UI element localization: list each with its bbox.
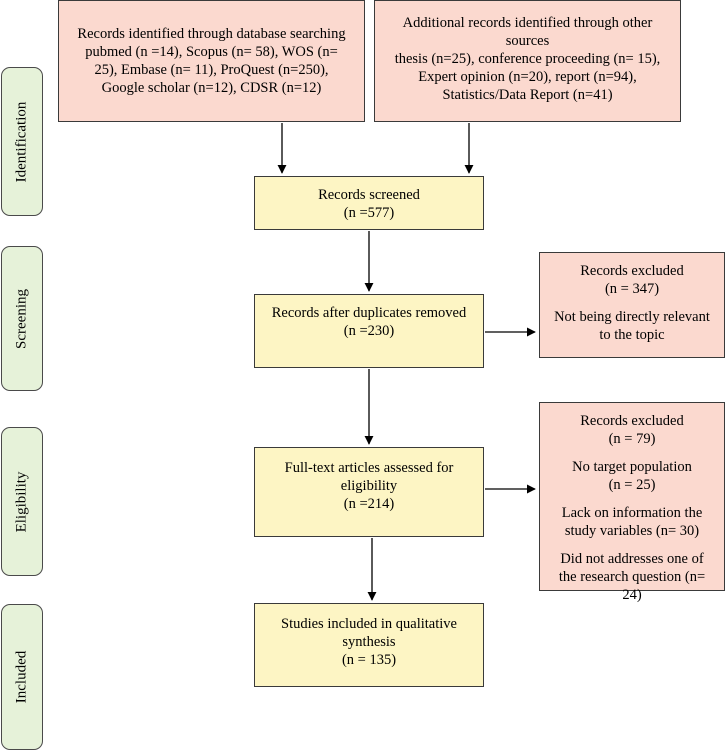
box-line: (n =577) bbox=[343, 205, 395, 221]
box-line: the research question (n= bbox=[558, 569, 706, 585]
box-line: Statistics/Data Report (n=41) bbox=[442, 87, 613, 103]
box-line: Records identified through database sear… bbox=[77, 26, 346, 42]
box-line: to the topic bbox=[599, 327, 665, 343]
box-line: (n =214) bbox=[343, 496, 395, 512]
box-line: (n = 135) bbox=[341, 652, 397, 668]
box-line: (n = 79) bbox=[608, 431, 656, 447]
box-line: Full-text articles assessed for bbox=[284, 460, 454, 476]
box-line: Records screened bbox=[318, 187, 420, 203]
database-search-box: Records identified through database sear… bbox=[58, 0, 365, 122]
box-line: Google scholar (n=12), CDSR (n=12) bbox=[101, 80, 322, 96]
box-line: Additional records identified through ot… bbox=[402, 15, 653, 31]
stage-screening: Screening bbox=[1, 246, 43, 391]
box-line: eligibility bbox=[340, 478, 398, 494]
box-line: Records excluded bbox=[580, 263, 684, 279]
excluded-box-2: Records excluded (n = 79) No target popu… bbox=[539, 402, 725, 603]
box-line: Expert opinion (n=20), report (n=94), bbox=[418, 69, 637, 85]
box-line: Did not addresses one of bbox=[560, 551, 704, 567]
after-duplicates-box: Records after duplicates removed (n =230… bbox=[254, 294, 484, 368]
box-line: Not being directly relevant bbox=[554, 309, 710, 325]
box-line: (n = 347) bbox=[604, 281, 660, 297]
excluded-box-1: Records excluded (n = 347) Not being dir… bbox=[539, 252, 725, 358]
box-line: Lack on information the bbox=[561, 505, 703, 521]
box-line: 25), Embase (n= 11), ProQuest (n=250), bbox=[94, 62, 329, 78]
included-box: Studies included in qualitative synthesi… bbox=[254, 603, 484, 687]
box-line: pubmed (n =14), Scopus (n= 58), WOS (n= bbox=[85, 44, 338, 60]
box-line: 24) bbox=[622, 587, 642, 603]
box-line: sources bbox=[505, 33, 550, 49]
stage-included: Included bbox=[1, 604, 43, 750]
box-line: Records after duplicates removed bbox=[271, 305, 467, 321]
records-screened-box: Records screened (n =577) bbox=[254, 176, 484, 230]
box-line: thesis (n=25), conference proceeding (n=… bbox=[394, 51, 661, 67]
box-line: study variables (n= 30) bbox=[564, 523, 700, 539]
box-line: Studies included in qualitative bbox=[281, 616, 457, 632]
box-line: (n =230) bbox=[343, 323, 395, 339]
box-line: Records excluded bbox=[580, 413, 684, 429]
box-line: No target population bbox=[572, 459, 692, 475]
stage-identification: Identification bbox=[1, 67, 43, 216]
other-sources-box: Additional records identified through ot… bbox=[374, 0, 681, 122]
full-text-box: Full-text articles assessed for eligibil… bbox=[254, 447, 484, 537]
box-line: synthesis bbox=[342, 634, 396, 650]
stage-eligibility: Eligibility bbox=[1, 427, 43, 576]
box-line: (n = 25) bbox=[608, 477, 656, 493]
